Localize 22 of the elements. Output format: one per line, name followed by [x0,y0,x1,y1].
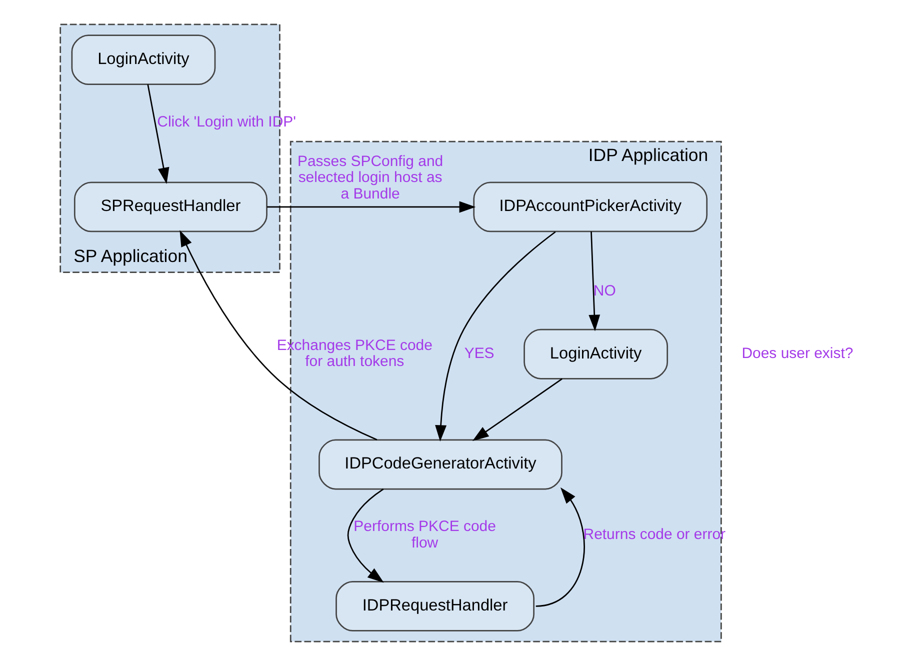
edge-label: Performs PKCE code flow [353,518,496,552]
arrow [266,201,476,213]
node-box: LoginActivity [523,328,668,380]
node-box: IDPCodeGeneratorActivity [318,439,562,490]
arrow [588,232,600,332]
arrow [179,230,377,440]
edge-label: YES [464,344,494,362]
arrow [472,378,562,441]
node-box: IDPAccountPickerActivity [472,182,708,232]
arrow [346,488,384,583]
edge-label: NO [592,282,616,300]
label: Does user exist? [741,344,853,362]
arrow [434,231,556,442]
edge-label: Exchanges PKCE code for auth tokens [276,336,432,370]
node-box: LoginActivity [70,34,216,86]
node-box: IDPRequestHandler [335,580,534,632]
edge-label: Returns code or error [582,526,726,544]
arrow [535,487,584,607]
node-box: SPRequestHandler [73,182,267,232]
edge-label: Passes SPConfig and selected login host as a Bundle [297,152,443,203]
arrow [146,84,169,184]
edge-label: Click 'Login with IDP' [156,113,296,130]
